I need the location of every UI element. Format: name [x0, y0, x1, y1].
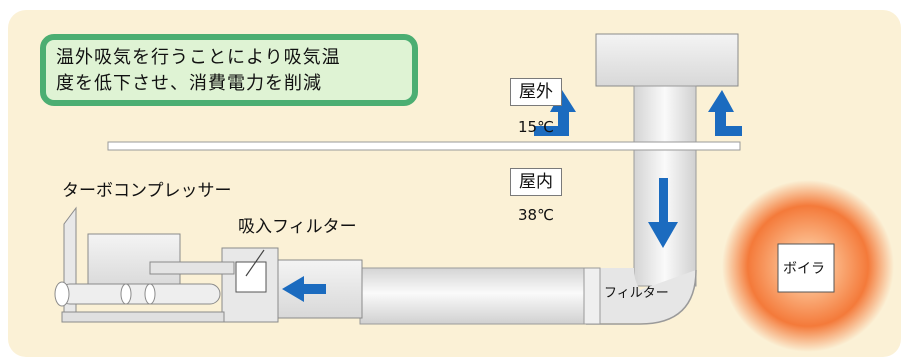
intake-filter-element: [235, 261, 267, 293]
wall-divider: [107, 141, 741, 151]
energy-saving-callout: 温外吸気を行うことにより吸気温 度を低下させ、消費電力を削減: [40, 34, 418, 106]
boiler-box: [777, 243, 835, 293]
intake-filter-pointer: [245, 249, 265, 277]
compressor-label: ターボコンプレッサー: [62, 181, 232, 201]
upflow-arrow-left: [534, 90, 576, 136]
duct-elbow-outline: [586, 269, 697, 325]
indoor-temperature: 38℃: [518, 206, 554, 224]
outdoor-temperature: 15℃: [518, 118, 554, 136]
compressor-shaft: [149, 261, 235, 275]
duct-filter-section: [583, 267, 601, 325]
pipe-coupling-1: [120, 283, 132, 305]
indoor-label: 屋内: [510, 168, 562, 196]
pipe-end: [54, 281, 70, 307]
boiler-label: ボイラ: [783, 261, 825, 277]
pipe-coupling-2: [144, 283, 156, 305]
upflow-arrow-right: [708, 90, 742, 136]
outdoor-label: 屋外: [510, 78, 562, 106]
downflow-arrow: [648, 178, 678, 248]
intake-filter-label: 吸入フィルター: [238, 217, 357, 237]
callout-text: 温外吸気を行うことにより吸気温 度を低下させ、消費電力を削減: [56, 47, 341, 94]
outdoor-intake-hood: [595, 33, 739, 87]
horizontal-duct: [359, 267, 591, 325]
duct-filter-label: フィルター: [604, 286, 669, 301]
compressor-pipe: [59, 283, 221, 305]
compressor-base: [61, 311, 225, 323]
intake-flow-arrow: [282, 276, 326, 302]
duct-elbow-fill: [586, 268, 696, 323]
